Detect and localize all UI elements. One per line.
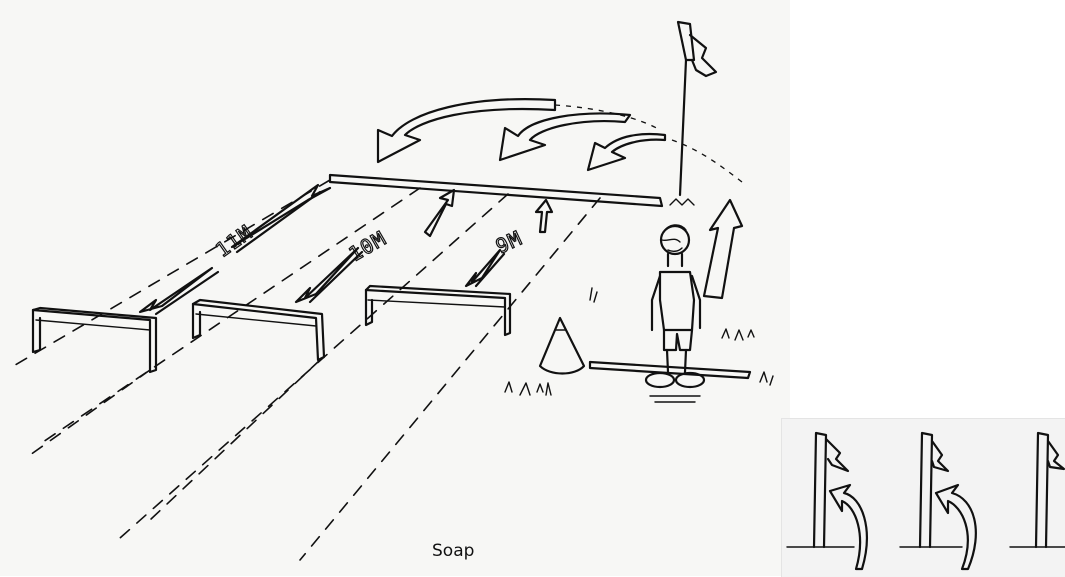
inset-flag-1 <box>787 433 867 569</box>
return-arrow-3-icon <box>588 134 665 170</box>
finish-line <box>330 175 662 206</box>
drill-sketch-canvas: 11M 10M 9M <box>0 0 790 576</box>
inset-flag-2 <box>900 433 976 569</box>
cone-icon <box>540 318 584 374</box>
hurdle-2 <box>193 300 324 360</box>
return-arrow-1-icon <box>378 99 555 162</box>
inset-arrow-1-icon <box>830 485 867 569</box>
outbound-arrow-3-icon <box>536 200 552 232</box>
flag-icon <box>670 22 716 205</box>
inbound-arrow-3-icon <box>466 250 504 286</box>
return-arrows <box>378 99 742 182</box>
inset-arrow-2-icon <box>936 485 976 569</box>
inset-flag-3 <box>1010 433 1065 547</box>
hurdle-3 <box>366 286 510 335</box>
drill-sketch: 11M 10M 9M <box>0 0 790 576</box>
inset-flag-sequence <box>781 418 1065 577</box>
player-run-arrow-icon <box>704 200 742 298</box>
grass-tufts <box>505 288 773 395</box>
player-shirt <box>660 272 694 330</box>
inbound-arrow-1-icon <box>140 268 218 314</box>
player-left-shoe <box>646 373 674 387</box>
outbound-arrow-2-icon <box>425 190 454 236</box>
sketch-caption: Soap <box>432 541 474 561</box>
hurdles <box>33 286 510 372</box>
inset-canvas <box>782 419 1065 577</box>
lane-distance-10m: 10M <box>345 226 391 266</box>
return-arrow-2-icon <box>500 114 630 160</box>
